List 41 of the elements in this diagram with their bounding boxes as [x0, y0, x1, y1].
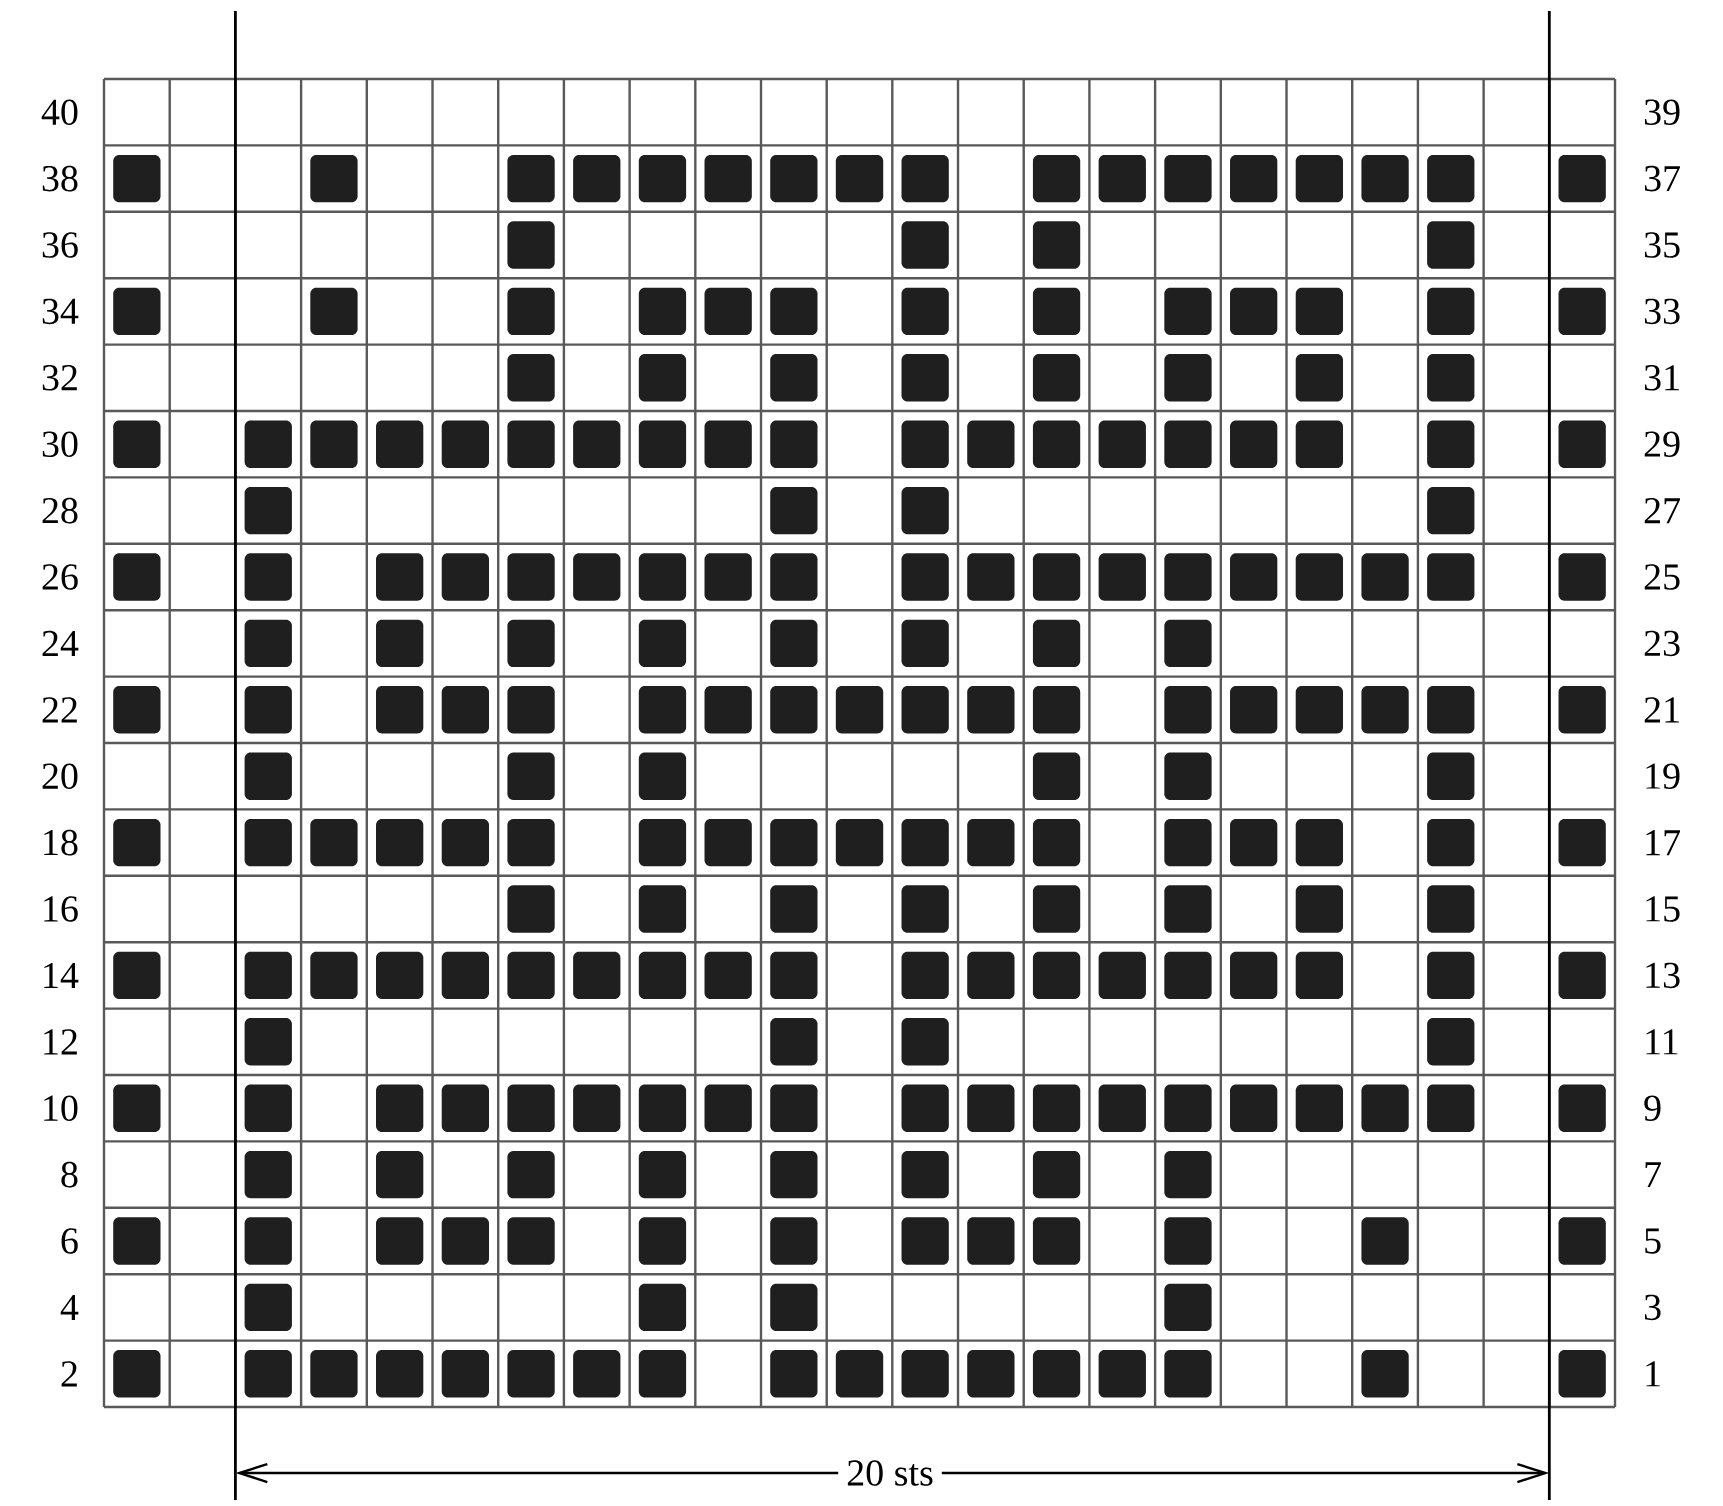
row-number: 6 — [61, 1228, 78, 1254]
row-number: 27 — [1644, 498, 1680, 524]
row-number: 1 — [1646, 1361, 1660, 1387]
row-number: 39 — [1644, 99, 1680, 125]
row-number: 8 — [61, 1161, 78, 1188]
row-number: 25 — [1644, 564, 1680, 590]
row-number: 26 — [42, 564, 78, 590]
row-number: 24 — [42, 630, 79, 656]
row-number: 10 — [44, 1095, 78, 1122]
row-number: 33 — [1644, 298, 1680, 325]
row-number: 5 — [1645, 1228, 1661, 1254]
row-number: 11 — [1646, 1029, 1678, 1055]
row-number: 40 — [41, 99, 78, 126]
row-number: 38 — [42, 165, 78, 192]
row-number: 18 — [44, 829, 78, 856]
row-number: 19 — [1646, 763, 1680, 789]
row-number: 35 — [1644, 232, 1680, 258]
dimension-label: 20 sts — [838, 1452, 942, 1494]
row-number: 21 — [1644, 697, 1679, 723]
row-number: 20 — [42, 763, 78, 790]
row-number: 13 — [1646, 962, 1680, 989]
row-number: 9 — [1644, 1095, 1661, 1121]
row-number: 3 — [1644, 1294, 1661, 1321]
row-number: 28 — [42, 497, 78, 524]
row-number: 36 — [42, 232, 78, 258]
row-number: 12 — [44, 1029, 77, 1055]
row-number: 37 — [1644, 165, 1680, 192]
row-number: 16 — [44, 896, 78, 922]
row-number: 17 — [1646, 830, 1680, 856]
row-number: 29 — [1644, 431, 1680, 457]
row-number: 30 — [42, 431, 78, 458]
row-number: 23 — [1644, 630, 1680, 657]
row-number: 4 — [60, 1294, 79, 1320]
row-number: 22 — [42, 697, 77, 723]
row-number: 32 — [42, 365, 77, 391]
row-number: 2 — [61, 1361, 77, 1387]
row-number: 7 — [1645, 1162, 1661, 1188]
row-number: 31 — [1644, 365, 1679, 391]
row-number: 14 — [44, 962, 79, 988]
row-number: 34 — [42, 298, 79, 325]
row-number: 15 — [1646, 896, 1680, 922]
